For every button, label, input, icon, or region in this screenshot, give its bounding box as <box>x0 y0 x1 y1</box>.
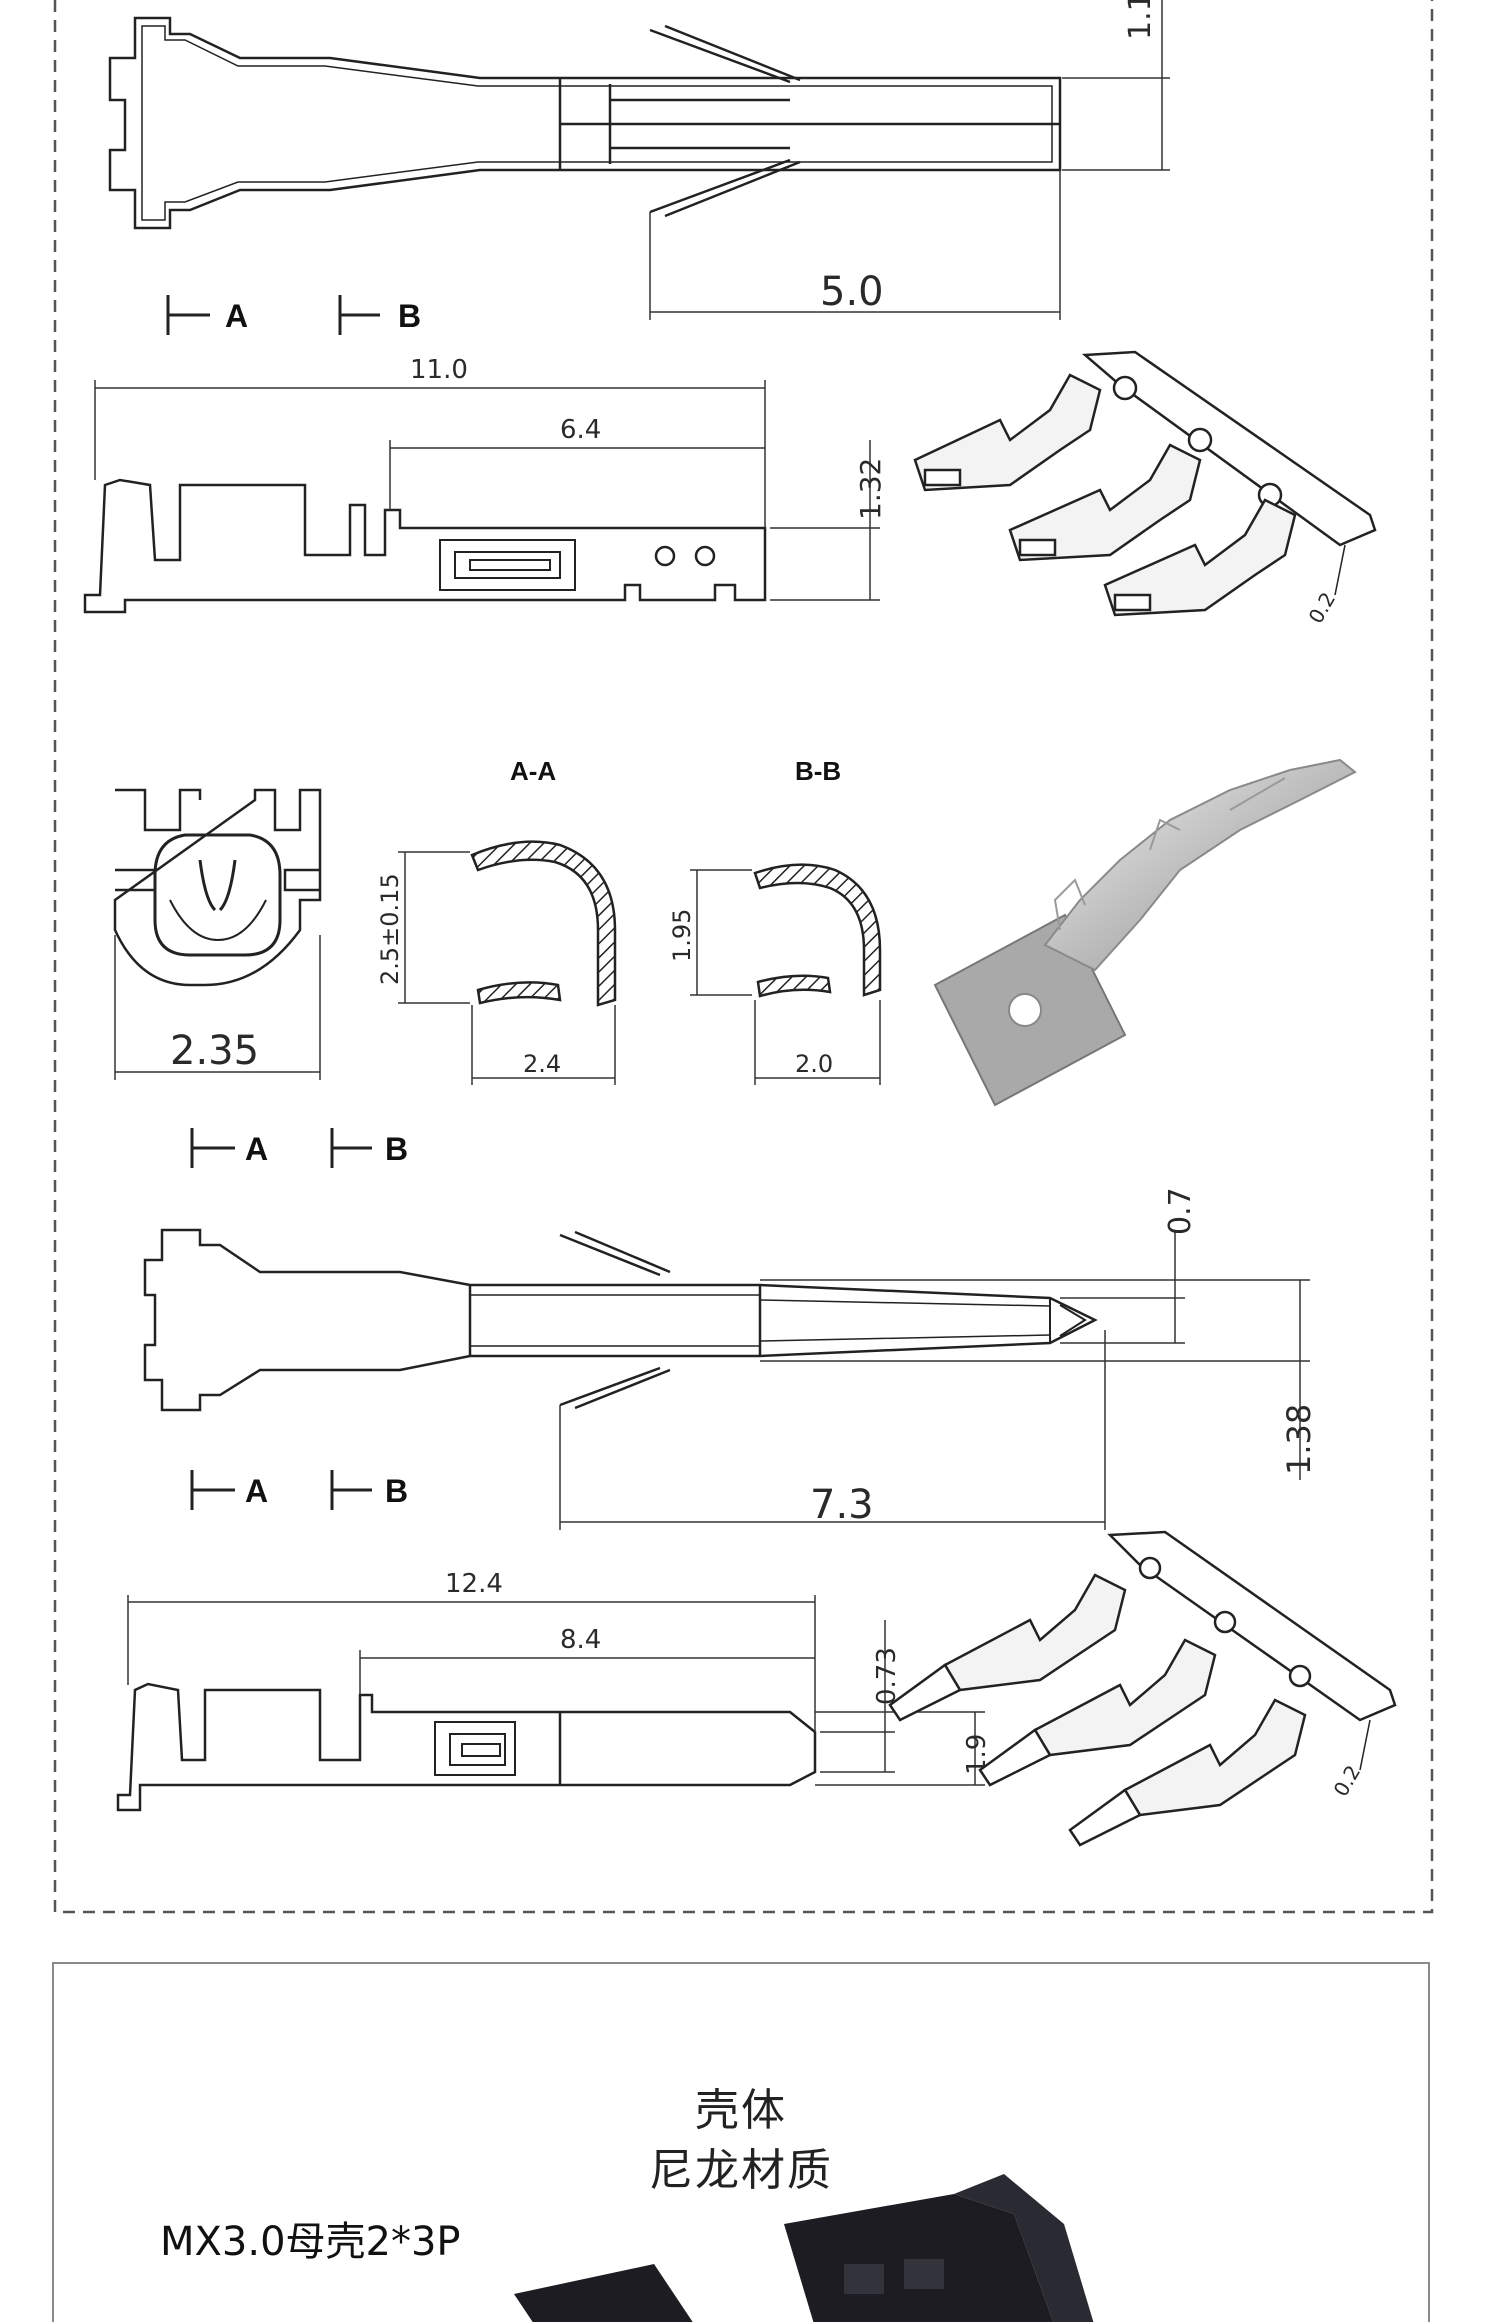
housing-photo <box>514 2174 1094 2322</box>
dim-top2-outer: 1.38 <box>1280 1404 1318 1475</box>
dim-lines-top-2 <box>559 1230 1310 1530</box>
terminal-top-view-1 <box>108 16 1062 230</box>
dim-lines-aa <box>398 851 616 1085</box>
dim-lines-front <box>114 935 321 1080</box>
terminal-top-view-2 <box>143 1228 1098 1412</box>
dim-aa-height: 2.5±0.15 <box>376 873 404 985</box>
dim-side2-tip: 0.73 <box>872 1647 902 1705</box>
dim-side2-total: 12.4 <box>445 1569 503 1599</box>
shell-panel: 壳体 尼龙材质 MX3.0母壳2*3P <box>52 1962 1430 2322</box>
dim-front-width: 2.35 <box>170 1028 259 1074</box>
shell-material: 尼龙材质 <box>649 2145 833 2196</box>
terminal-side-view-2 <box>116 1682 817 1812</box>
section-label-bb: B-B <box>795 756 841 786</box>
dim-side2-inner: 8.4 <box>560 1625 601 1655</box>
marker-b-2: B <box>385 1131 408 1167</box>
dim-side1-height: 1.32 <box>854 458 887 520</box>
shell-model-label: MX3.0母壳2*3P <box>160 2219 461 2265</box>
dim-side1-total: 11.0 <box>410 355 468 385</box>
section-markers-row2 <box>190 1128 372 1168</box>
dim-strip-thickness-2: 0.2 <box>1329 1761 1366 1801</box>
dim-bb-width: 2.0 <box>795 1050 833 1078</box>
dim-lines-bb <box>690 869 881 1085</box>
dim-bb-height: 1.95 <box>668 909 696 962</box>
section-label-aa: A-A <box>510 756 556 786</box>
dim-side1-inner: 6.4 <box>560 415 601 445</box>
terminal-side-view-1 <box>83 478 767 614</box>
technical-drawing: 1.1 5.0 A B 11.0 6.4 1.32 0.2 <box>53 0 1434 1914</box>
dim-aa-width: 2.4 <box>523 1050 561 1078</box>
section-aa-profile <box>470 840 617 1007</box>
dim-lines-top-1 <box>649 0 1170 320</box>
marker-a-1: A <box>225 298 248 334</box>
dim-lines-side-1 <box>94 380 880 601</box>
marker-a-3: A <box>245 1473 268 1509</box>
terminal-strip-iso-1 <box>913 350 1377 617</box>
section-markers-row1 <box>166 295 380 335</box>
terminal-photo <box>933 758 1357 1107</box>
dim-top-partial: 1.1 <box>1123 0 1158 40</box>
dim-top2-length: 7.3 <box>810 1482 874 1528</box>
section-markers-row3 <box>190 1470 372 1510</box>
dim-top-length: 5.0 <box>820 269 884 315</box>
dim-top2-height: 0.7 <box>1163 1187 1198 1235</box>
drawing-canvas: 1.1 5.0 A B 11.0 6.4 1.32 0.2 <box>53 0 1434 1914</box>
marker-a-2: A <box>245 1131 268 1167</box>
section-bb-profile <box>753 863 882 998</box>
marker-b-3: B <box>385 1473 408 1509</box>
shell-title: 壳体 <box>695 2085 787 2136</box>
terminal-strip-iso-2 <box>888 1530 1397 1847</box>
marker-b-1: B <box>398 298 421 334</box>
terminal-front-view <box>113 788 322 987</box>
dashed-frame <box>53 0 1434 1914</box>
